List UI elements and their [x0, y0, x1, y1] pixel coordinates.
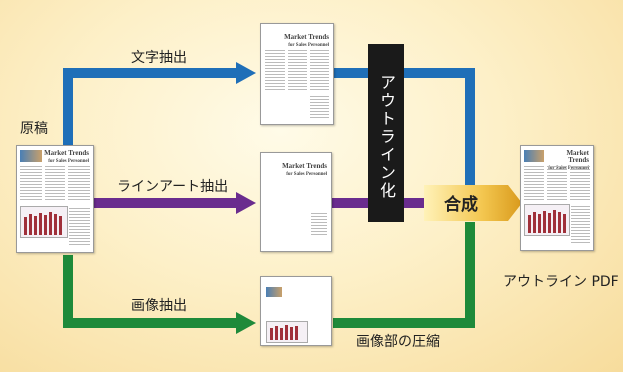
- green-path-out: [333, 222, 475, 328]
- blue-path-in: [63, 68, 238, 145]
- output-chart: [524, 204, 570, 236]
- line-art-extract-label: ラインアート抽出: [117, 179, 229, 195]
- merge-arrow-shape: [424, 185, 522, 221]
- image-extract-label: 画像抽出: [131, 298, 187, 314]
- source-chart: [20, 206, 68, 238]
- image-banner: [266, 287, 282, 297]
- source-label: 原稿: [20, 121, 48, 137]
- image-chart: [266, 321, 308, 343]
- outline-label: アウトライン化: [377, 74, 396, 200]
- image-extract-document: [260, 276, 332, 346]
- output-banner-image: [524, 150, 544, 162]
- source-banner-image: [20, 150, 42, 162]
- outline-bar: [368, 44, 404, 222]
- compress-label: 画像部の圧縮: [356, 334, 440, 350]
- output-label: アウトライン PDF: [503, 274, 619, 290]
- purple-arrowhead: [236, 192, 256, 214]
- green-arrowhead: [236, 312, 256, 334]
- blue-arrowhead: [236, 62, 256, 84]
- merge-label: 合成: [444, 195, 478, 215]
- merge-arrow: 合成: [424, 185, 520, 221]
- text-extract-label: 文字抽出: [131, 50, 187, 66]
- green-path-in: [63, 255, 238, 328]
